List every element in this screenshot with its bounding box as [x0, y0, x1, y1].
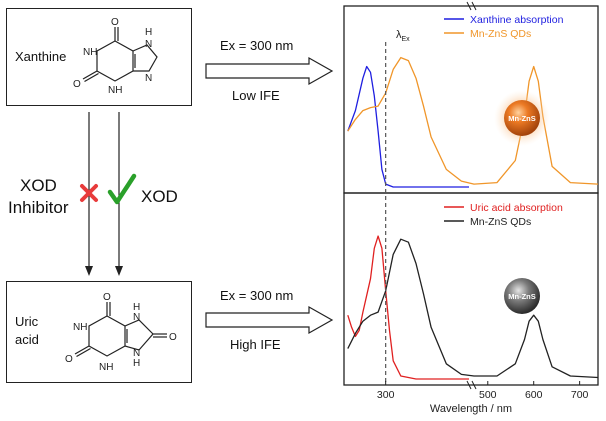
x-tick-label: 600 [525, 389, 543, 401]
top-legend: Xanthine absorption Mn-ZnS QDs [444, 14, 564, 40]
x-tick-label: 700 [571, 389, 589, 401]
uric-label-line2: acid [15, 332, 39, 347]
bottom-ife-label: High IFE [230, 337, 281, 352]
reaction-arrows [80, 112, 137, 276]
axis-break-bottom [466, 380, 477, 390]
atom-h-right: H [145, 27, 152, 38]
x-tick-label: 300 [377, 389, 395, 401]
atom-o-left: O [73, 79, 81, 90]
bottom-ex-label: Ex = 300 nm [220, 288, 294, 303]
uric-acid-structure: O NH O NH H N H N O [65, 292, 177, 373]
bottom-hollow-arrow [205, 305, 334, 335]
uric-atom-nh-bottom: NH [99, 362, 113, 373]
axis-break-top [466, 1, 477, 11]
orange-particle: Mn-ZnS [494, 90, 550, 146]
uric-atom-h-top: H [133, 302, 140, 313]
atom-n-right-top: N [145, 39, 152, 50]
uric-atom-o-left: O [65, 354, 73, 365]
top-ife-label: Low IFE [232, 88, 280, 103]
series-line-bottom-0 [347, 235, 469, 380]
inhibitor-label-line1: XOD [20, 176, 57, 195]
series-line-bottom-1 [347, 238, 599, 379]
series-line-top-0 [347, 65, 469, 188]
series-line-top-1 [347, 56, 599, 185]
grey-particle-label: Mn-ZnS [508, 292, 536, 301]
xanthine-structure: O NH O NH H N N [73, 17, 158, 96]
x-axis-label: Wavelength / nm [430, 403, 512, 415]
atom-n-right-bottom: N [145, 73, 152, 84]
x-tick-label: 500 [479, 389, 497, 401]
top-hollow-arrow [205, 56, 334, 86]
uric-acid-box: Uric acid O NH O NH H N H N O [6, 281, 192, 383]
cross-icon [80, 184, 98, 202]
uric-atom-o-top: O [103, 292, 111, 303]
grey-particle: Mn-ZnS [504, 278, 540, 314]
uric-atom-nh-left: NH [73, 322, 87, 333]
check-icon [107, 173, 137, 205]
legend-mnzns-qds-top: Mn-ZnS QDs [470, 28, 531, 40]
top-ex-label: Ex = 300 nm [220, 38, 294, 53]
excitation-label: λEx [396, 29, 410, 43]
uric-atom-n-bottom: N [133, 348, 140, 359]
bottom-legend: Uric acid absorption Mn-ZnS QDs [444, 202, 563, 228]
orange-particle-label: Mn-ZnS [508, 114, 536, 123]
uric-atom-o-right: O [169, 332, 177, 343]
spectra-chart: Xanthine absorption Mn-ZnS QDs Uric acid… [343, 1, 599, 415]
atom-nh-bottom: NH [108, 85, 122, 96]
legend-uric-acid-absorption: Uric acid absorption [470, 202, 563, 214]
atom-o-top: O [111, 17, 119, 28]
atom-nh-left: NH [83, 47, 97, 58]
inhibitor-label-line2: Inhibitor [8, 198, 69, 217]
xanthine-label: Xanthine [15, 49, 67, 64]
bottom-panel-frame [343, 192, 599, 386]
uric-atom-n-top: N [133, 312, 140, 323]
xod-label: XOD [141, 187, 178, 206]
legend-xanthine-absorption: Xanthine absorption [470, 14, 564, 26]
uric-atom-h-bottom: H [133, 358, 140, 369]
legend-mnzns-qds-bottom: Mn-ZnS QDs [470, 216, 531, 228]
xanthine-box: Xanthine O NH O NH H N N [6, 8, 192, 106]
uric-label-line1: Uric [15, 314, 39, 329]
